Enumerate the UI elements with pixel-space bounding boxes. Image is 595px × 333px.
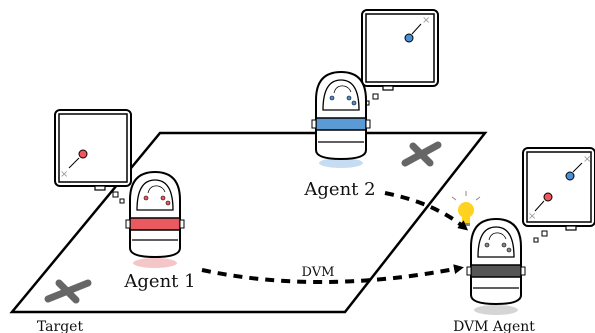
lightbulb-icon <box>451 191 481 226</box>
agent1-thought-map-icon: × <box>54 109 132 204</box>
agent2-thought-map-icon: × <box>361 9 439 106</box>
dvm-agent-label: DVM Agent <box>453 319 535 333</box>
agent2-label: Agent 2 <box>303 179 375 200</box>
svg-text:×: × <box>422 15 430 26</box>
svg-text:×: × <box>528 211 536 222</box>
svg-text:×: × <box>60 169 68 180</box>
agent2-robot <box>311 70 371 168</box>
svg-text:×: × <box>583 154 591 165</box>
agent1-robot <box>125 170 185 268</box>
ground-plane <box>9 131 488 314</box>
agent2-to-dvm-arrow <box>384 191 469 231</box>
dvm-thought-map-icon: × × <box>522 147 595 243</box>
target-x-icon <box>44 279 92 304</box>
dvm-robot <box>466 217 526 315</box>
target-x-icon <box>401 141 442 167</box>
agent1-label: Agent 1 <box>123 271 195 292</box>
target-label: Target <box>37 319 84 333</box>
dvm-arrow-label: DVM <box>302 265 335 280</box>
